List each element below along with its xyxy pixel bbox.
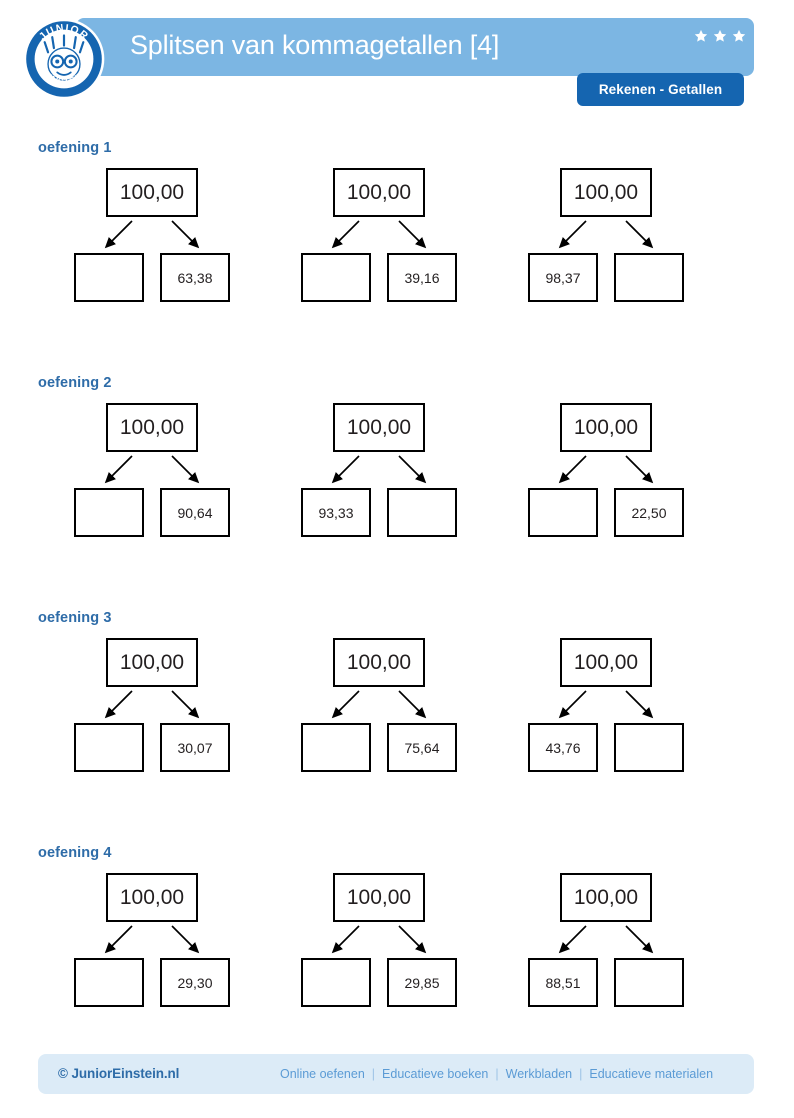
split-part-left-box[interactable] (74, 723, 144, 772)
problem-row: 100,00 63,38 100,00 39,16 100,00 98,37 (0, 168, 794, 308)
problem-row: 100,00 90,64 100,00 93,33 100,00 22,50 (0, 403, 794, 543)
footer-links: Online oefenen | Educatieve boeken | Wer… (280, 1067, 713, 1081)
split-diagram: 100,00 98,37 (528, 168, 758, 308)
split-part-left-box[interactable] (74, 488, 144, 537)
split-diagram: 100,00 30,07 (74, 638, 304, 778)
split-part-left-box[interactable] (301, 253, 371, 302)
exercise-label: oefening 2 (38, 375, 112, 391)
split-diagram: 100,00 43,76 (528, 638, 758, 778)
split-part-right-box[interactable] (614, 958, 684, 1007)
split-arrows-icon (558, 455, 654, 484)
split-part-left-box[interactable] (528, 488, 598, 537)
star-icon (713, 29, 727, 42)
split-total-box: 100,00 (106, 873, 198, 922)
split-total-box: 100,00 (560, 873, 652, 922)
footer-copyright: © JuniorEinstein.nl (58, 1066, 180, 1081)
split-part-left-box[interactable] (74, 253, 144, 302)
split-diagram: 100,00 29,85 (301, 873, 531, 1013)
split-part-right-box[interactable] (614, 723, 684, 772)
split-part-left-box[interactable]: 98,37 (528, 253, 598, 302)
split-total-box: 100,00 (106, 168, 198, 217)
split-total-box: 100,00 (333, 168, 425, 217)
split-part-left-box[interactable] (301, 723, 371, 772)
category-badge[interactable]: Rekenen - Getallen (577, 73, 744, 106)
split-total-box: 100,00 (106, 403, 198, 452)
page-footer: © JuniorEinstein.nl Online oefenen | Edu… (38, 1054, 754, 1094)
split-part-right-box[interactable]: 63,38 (160, 253, 230, 302)
split-total-box: 100,00 (333, 403, 425, 452)
split-arrows-icon (331, 220, 427, 249)
split-part-right-box[interactable]: 30,07 (160, 723, 230, 772)
header-banner (76, 18, 754, 76)
split-arrows-icon (331, 455, 427, 484)
footer-separator: | (371, 1067, 376, 1081)
split-arrows-icon (558, 220, 654, 249)
split-diagram: 100,00 63,38 (74, 168, 304, 308)
split-part-left-box[interactable]: 43,76 (528, 723, 598, 772)
split-part-left-box[interactable]: 88,51 (528, 958, 598, 1007)
star-icon (694, 29, 708, 42)
split-total-box: 100,00 (106, 638, 198, 687)
footer-link-educatieve-materialen[interactable]: Educatieve materialen (589, 1067, 714, 1081)
split-part-right-box[interactable]: 22,50 (614, 488, 684, 537)
split-part-right-box[interactable] (387, 488, 457, 537)
problem-row: 100,00 30,07 100,00 75,64 100,00 43,76 (0, 638, 794, 778)
split-arrows-icon (331, 690, 427, 719)
split-arrows-icon (558, 690, 654, 719)
split-arrows-icon (558, 925, 654, 954)
split-arrows-icon (331, 925, 427, 954)
split-diagram: 100,00 75,64 (301, 638, 531, 778)
split-diagram: 100,00 88,51 (528, 873, 758, 1013)
split-part-right-box[interactable]: 29,85 (387, 958, 457, 1007)
split-diagram: 100,00 39,16 (301, 168, 531, 308)
exercise-label: oefening 1 (38, 140, 112, 156)
footer-link-online-oefenen[interactable]: Online oefenen (280, 1067, 365, 1081)
footer-separator: | (495, 1067, 499, 1081)
footer-separator: | (579, 1067, 583, 1081)
star-rating (694, 29, 750, 45)
exercise-label: oefening 4 (38, 845, 112, 861)
split-diagram: 100,00 22,50 (528, 403, 758, 543)
split-diagram: 100,00 90,64 (74, 403, 304, 543)
split-part-left-box[interactable] (74, 958, 144, 1007)
problem-row: 100,00 29,30 100,00 29,85 100,00 88,51 (0, 873, 794, 1013)
split-total-box: 100,00 (560, 403, 652, 452)
split-part-right-box[interactable] (614, 253, 684, 302)
split-part-right-box[interactable]: 39,16 (387, 253, 457, 302)
page-header: Splitsen van kommagetallen [4] (0, 0, 794, 118)
split-total-box: 100,00 (333, 873, 425, 922)
exercise-label: oefening 3 (38, 610, 112, 626)
footer-link-werkbladen[interactable]: Werkbladen (505, 1067, 573, 1081)
split-part-left-box[interactable]: 93,33 (301, 488, 371, 537)
junior-einstein-logo-icon: JUNIOR EINSTEIN (23, 18, 105, 100)
star-icon (732, 29, 746, 42)
split-arrows-icon (104, 455, 200, 484)
split-arrows-icon (104, 220, 200, 249)
split-total-box: 100,00 (333, 638, 425, 687)
split-part-left-box[interactable] (301, 958, 371, 1007)
split-total-box: 100,00 (560, 638, 652, 687)
split-total-box: 100,00 (560, 168, 652, 217)
split-part-right-box[interactable]: 90,64 (160, 488, 230, 537)
split-part-right-box[interactable]: 75,64 (387, 723, 457, 772)
split-diagram: 100,00 93,33 (301, 403, 531, 543)
page-title: Splitsen van kommagetallen [4] (130, 30, 500, 60)
split-arrows-icon (104, 925, 200, 954)
split-part-right-box[interactable]: 29,30 (160, 958, 230, 1007)
split-diagram: 100,00 29,30 (74, 873, 304, 1013)
split-arrows-icon (104, 690, 200, 719)
footer-link-educatieve-boeken[interactable]: Educatieve boeken (382, 1067, 489, 1081)
